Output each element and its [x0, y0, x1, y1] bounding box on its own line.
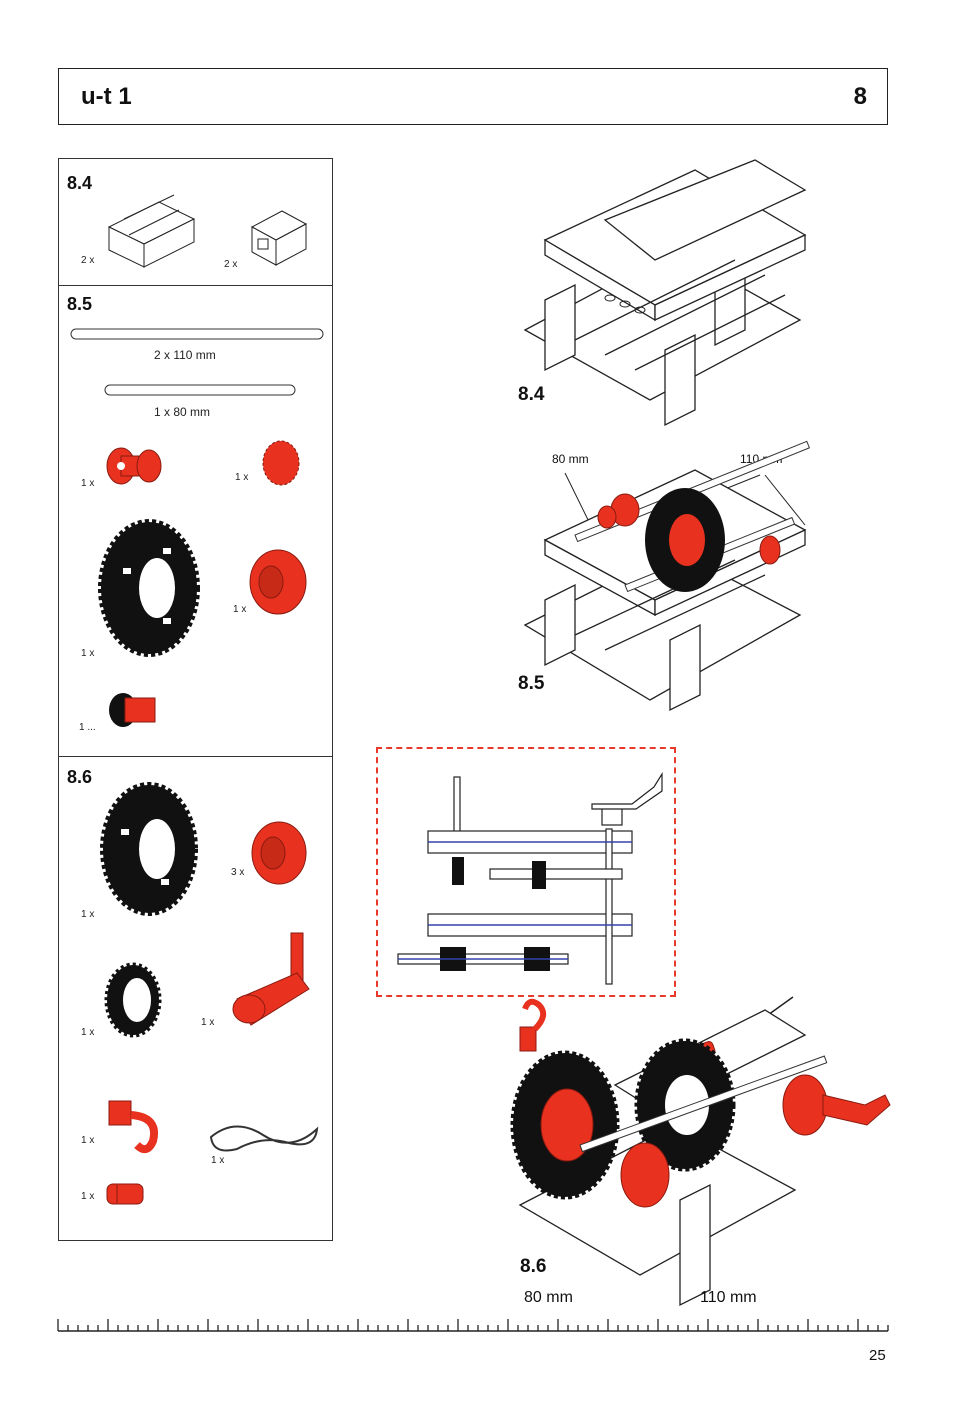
figure-label: 8.6 — [520, 1256, 547, 1277]
building-block-long-icon — [107, 194, 196, 268]
quantity-label: 1 x — [211, 1155, 225, 1166]
quantity-label: 1 ... — [79, 722, 96, 733]
quantity-label: 1 x — [81, 909, 95, 920]
axle-length-label: 110 mm — [700, 1289, 757, 1306]
assembly-8-4-illustration — [523, 159, 807, 427]
red-crank-icon — [232, 932, 310, 1026]
gear-train-diagram — [397, 771, 663, 985]
red-cap-icon — [249, 549, 307, 615]
large-black-gear-icon — [100, 782, 198, 916]
quantity-label: 2 x — [81, 255, 95, 266]
red-cap-icon — [251, 821, 307, 885]
quantity-label: 1 x — [201, 1017, 215, 1028]
gear-train-inset — [376, 747, 676, 997]
axle-caption: 2 x 110 mm — [154, 348, 216, 362]
axle-caption: 1 x 80 mm — [154, 405, 211, 419]
axle-length-label: 80 mm — [524, 1289, 573, 1306]
assembly-8-6-illustration — [510, 996, 891, 1307]
gear-ring-icon — [104, 962, 162, 1038]
quantity-label: 2 x — [224, 259, 238, 270]
assembly-8-5-illustration — [523, 440, 811, 712]
large-black-gear-icon — [98, 519, 200, 657]
parts-panel-8-6: 8.6 1 x 3 x 1 x 1 x 1 x 1 x 1 x — [58, 756, 333, 1241]
red-hook-icon — [108, 1100, 158, 1154]
chapter-title: u-t 1 — [81, 83, 132, 110]
step-label: 8.4 — [67, 173, 93, 193]
quantity-label: 3 x — [231, 867, 245, 878]
measurement-ruler — [57, 1319, 889, 1332]
parts-panel-8-5: 8.5 2 x 110 mm 1 x 80 mm 1 x 1 x 1 x 1 x… — [58, 285, 333, 757]
parts-panel-8-4: 8.4 2 x 2 x — [58, 158, 333, 286]
red-small-gear-icon — [262, 440, 300, 486]
quantity-label: 1 x — [81, 1027, 95, 1038]
rubber-band-icon — [209, 1125, 319, 1152]
quantity-label: 1 x — [81, 1135, 95, 1146]
figure-label: 8.5 — [518, 673, 545, 694]
step-label: 8.6 — [67, 767, 93, 787]
step-label: 8.5 — [67, 294, 93, 314]
quantity-label: 1 x — [81, 478, 95, 489]
quantity-label: 1 x — [81, 1191, 95, 1202]
chapter-header: u-t 1 8 — [58, 68, 888, 125]
figure-label: 8.4 — [518, 384, 545, 405]
quantity-label: 1 x — [81, 648, 95, 659]
quantity-label: 1 x — [235, 472, 249, 483]
chapter-number: 8 — [853, 83, 867, 110]
axle-length-label: 80 mm — [552, 452, 589, 466]
quantity-label: 1 x — [233, 604, 247, 615]
red-clip-icon — [106, 1183, 144, 1205]
pinion-gear-icon — [109, 693, 156, 727]
red-hub-icon — [106, 447, 162, 485]
axle-110-icon — [70, 328, 324, 340]
page-number: 25 — [869, 1347, 886, 1364]
axle-80-icon — [104, 384, 296, 396]
building-block-short-icon — [250, 210, 308, 266]
